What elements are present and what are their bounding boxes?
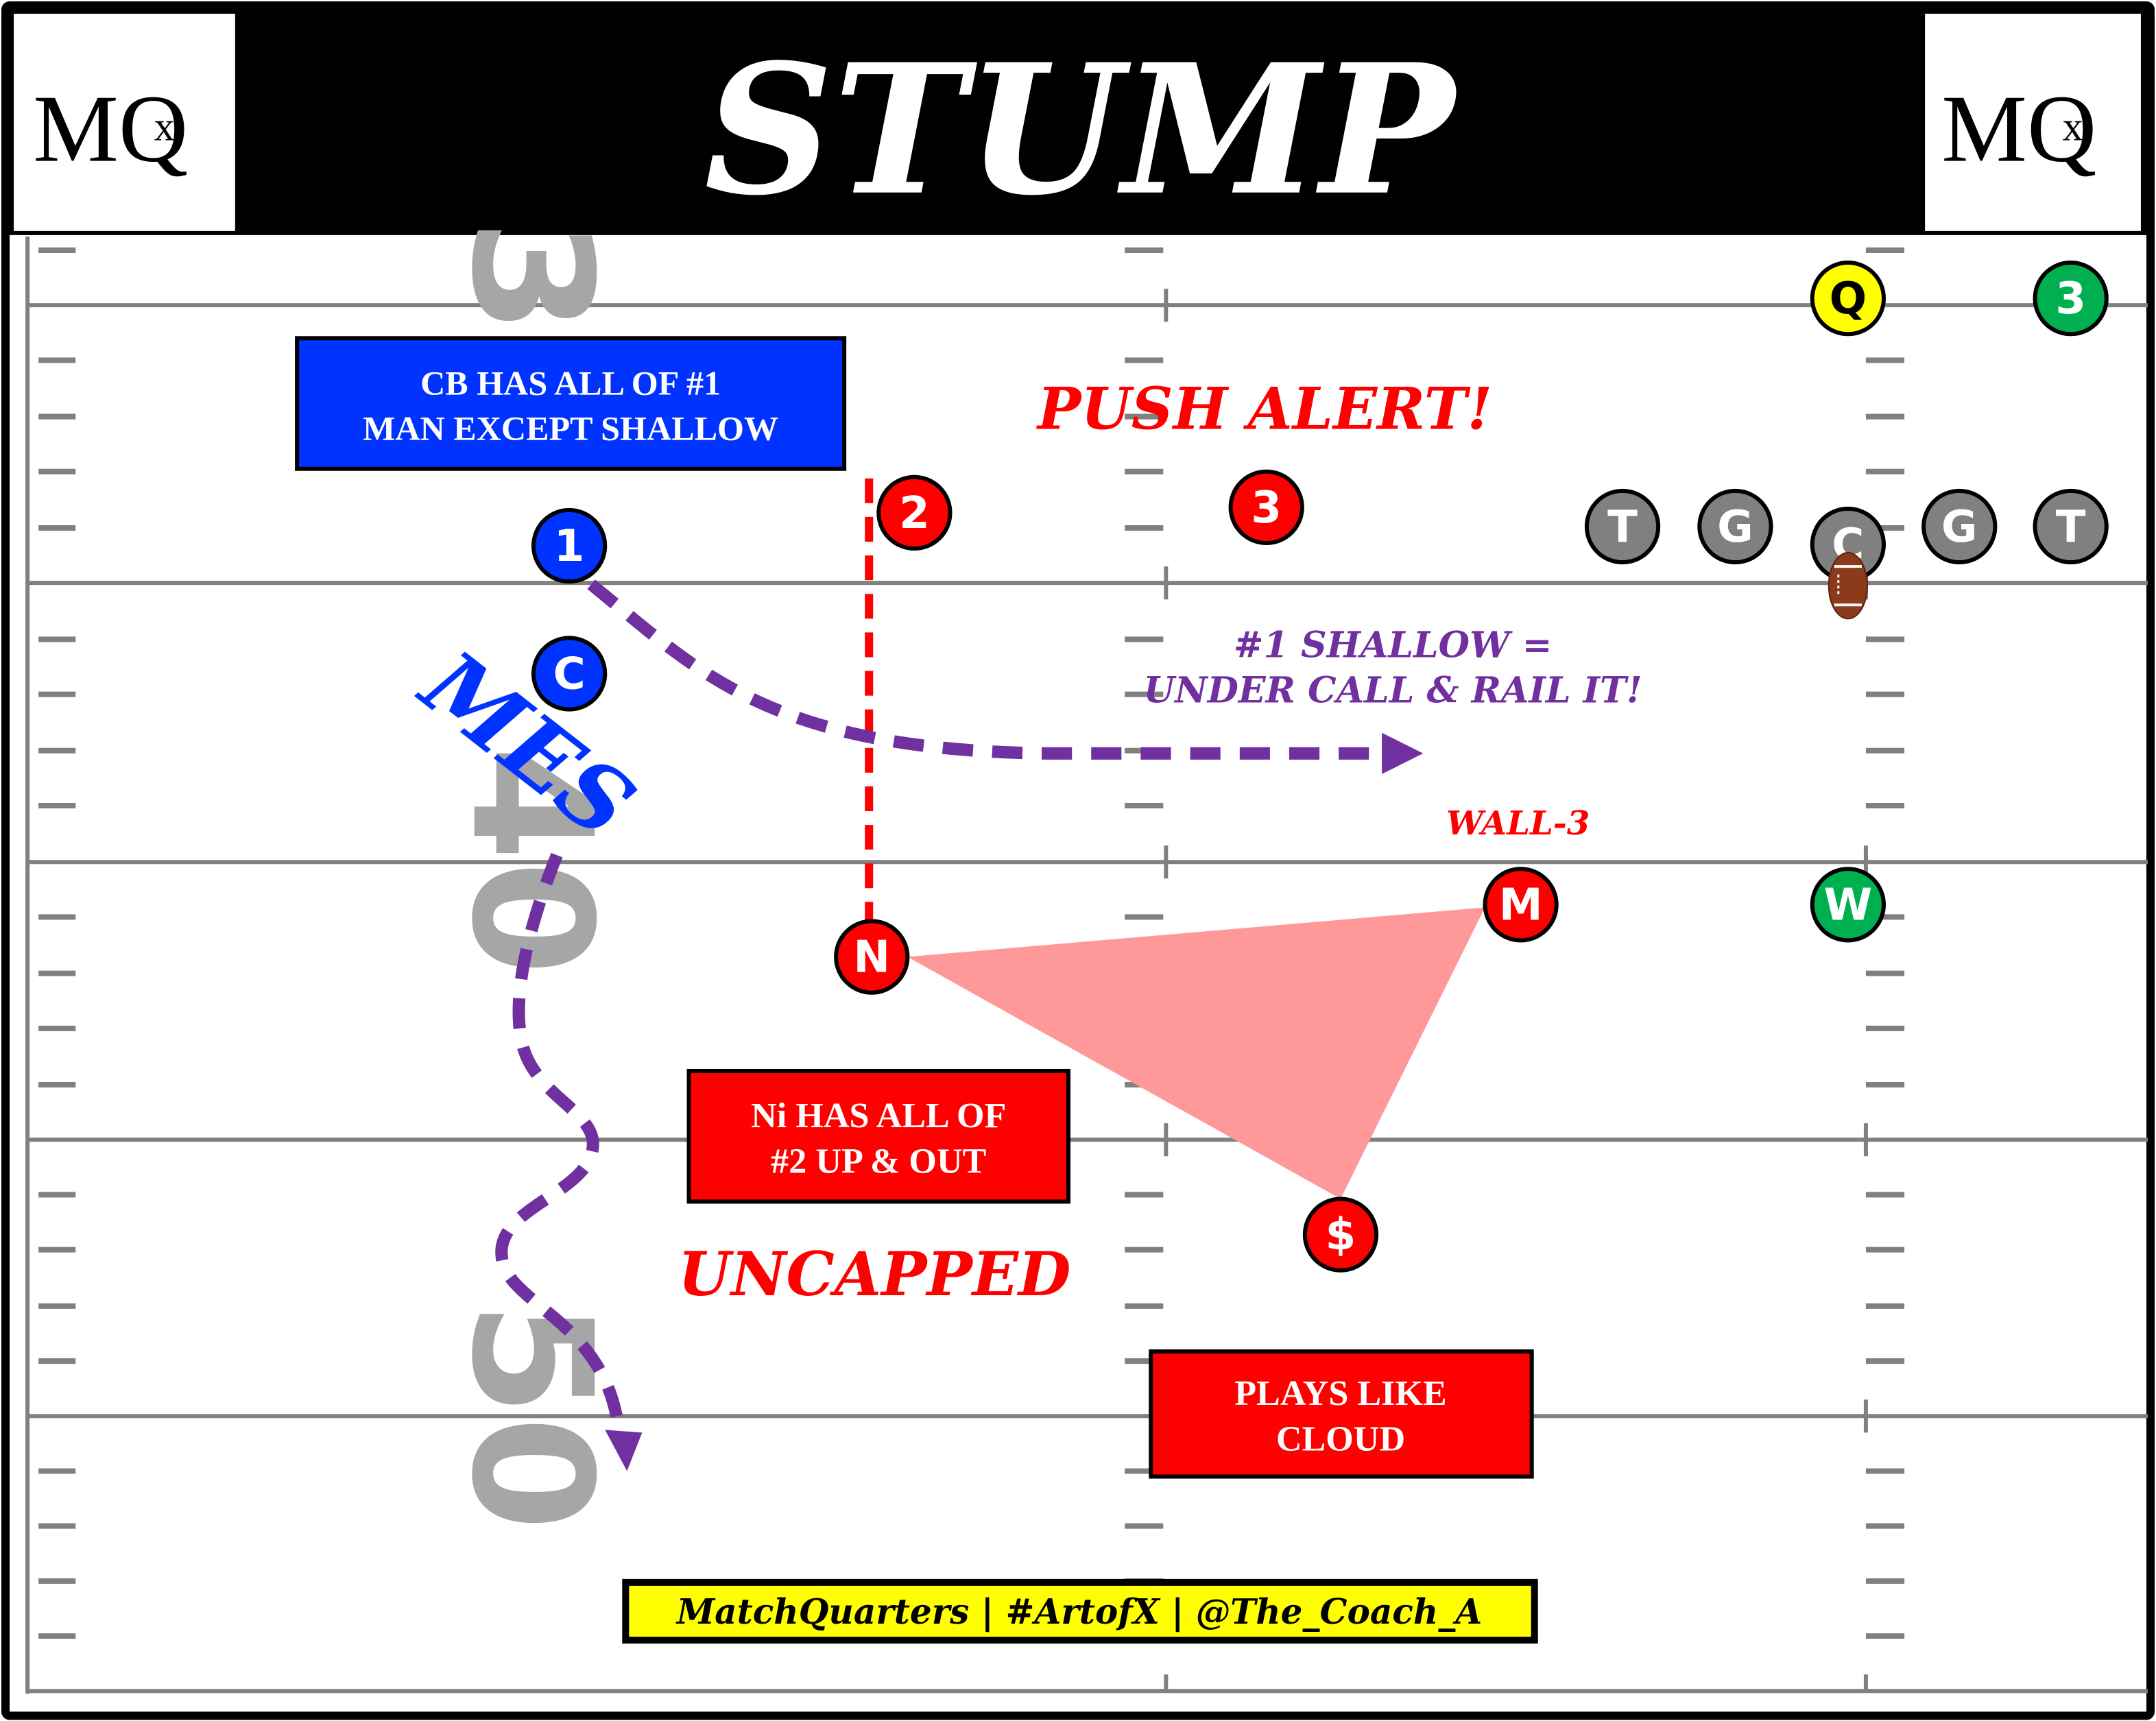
cloud-callout-line2: CLOUD xyxy=(1276,1419,1405,1458)
cloud-callout-box: PLAYS LIKE CLOUD xyxy=(1149,1349,1534,1479)
player-circle-icon xyxy=(2033,260,2109,337)
player-circle-icon xyxy=(1584,488,1661,565)
player-label: 2 xyxy=(899,488,930,539)
player-label: Q xyxy=(1830,273,1867,324)
defense-player-n: N xyxy=(834,919,910,995)
ni-callout-line1: Ni HAS ALL OF xyxy=(751,1096,1006,1135)
defense-player-w: W xyxy=(1810,867,1886,943)
logo-right-box xyxy=(1925,14,2141,231)
player-label: G xyxy=(1941,501,1978,553)
push-alert-label: PUSH ALERT! xyxy=(1036,375,1492,443)
yard-number-50: 50 xyxy=(435,1301,627,1531)
player-circle-icon xyxy=(531,636,608,712)
wall-3-zone-triangle xyxy=(907,907,1485,1199)
logo-left-box xyxy=(14,14,235,231)
logo-right-x: x xyxy=(2063,104,2083,150)
player-circle-icon xyxy=(1302,1196,1379,1273)
ni-callout-line2: #2 UP & OUT xyxy=(771,1142,986,1181)
cb-callout-line2: MAN EXCEPT SHALLOW xyxy=(363,409,778,448)
player-circle-icon xyxy=(876,474,953,551)
player-label: 3 xyxy=(1251,482,1282,533)
defense-player-m: M xyxy=(1483,867,1559,943)
cb-callout-box: CB HAS ALL OF #1 MAN EXCEPT SHALLOW xyxy=(295,336,847,471)
shallow-route-path xyxy=(587,579,1382,760)
offense-player-1: 1 xyxy=(531,507,608,584)
logo-right: MQ x xyxy=(1941,76,2096,182)
football-icon xyxy=(1828,552,1868,620)
offense-player-g: G xyxy=(1697,488,1773,565)
player-label: G xyxy=(1717,501,1753,553)
defense-player-c: C xyxy=(531,636,608,712)
player-label: 1 xyxy=(554,520,585,572)
header-bar xyxy=(5,5,2151,235)
shallow-note-line1: #1 SHALLOW = xyxy=(1234,624,1552,666)
player-circle-icon xyxy=(531,507,608,584)
yard-lines xyxy=(27,303,2148,1694)
player-label: T xyxy=(1607,501,1638,553)
player-circle-icon xyxy=(1483,867,1559,943)
player-circle-icon xyxy=(1228,469,1304,546)
player-circle-icon xyxy=(1810,867,1886,943)
offense-player-t: T xyxy=(1584,488,1661,565)
player-circle-icon xyxy=(1697,488,1773,565)
shallow-note-line2: UNDER CALL & RAIL IT! xyxy=(1144,670,1642,712)
player-circle-icon xyxy=(1810,260,1886,337)
offense-player-t: T xyxy=(2033,488,2109,565)
footer-credit: MatchQuarters | #ArtofX | @The_Coach_A xyxy=(622,1578,1538,1644)
player-label: T xyxy=(2056,501,2086,553)
page-title: STUMP xyxy=(704,25,1460,235)
shallow-route-arrowhead xyxy=(1382,732,1424,774)
player-label: 3 xyxy=(2055,273,2086,324)
cb-callout-line1: CB HAS ALL OF #1 xyxy=(420,363,721,402)
player-circle-icon xyxy=(834,919,910,995)
player-circle-icon xyxy=(1921,488,1998,565)
logo-left: MQ x xyxy=(33,76,188,182)
logo-left-x: x xyxy=(154,104,175,150)
offense-player-3: 3 xyxy=(2033,260,2109,337)
player-label: W xyxy=(1823,879,1872,930)
football-field xyxy=(25,236,2148,1694)
wall-3-label: WALL-3 xyxy=(1446,804,1590,843)
footer-credit-text: MatchQuarters | #ArtofX | @The_Coach_A xyxy=(675,1591,1483,1633)
logo-left-mq: MQ xyxy=(33,76,188,182)
player-circle-icon xyxy=(2033,488,2109,565)
player-label: C xyxy=(553,649,586,700)
player-label: M xyxy=(1499,879,1543,930)
offense-player-2: 2 xyxy=(876,474,953,551)
ni-callout-box: Ni HAS ALL OF #2 UP & OUT xyxy=(686,1068,1070,1204)
player-label: $ xyxy=(1326,1209,1356,1261)
cloud-callout-line1: PLAYS LIKE xyxy=(1234,1374,1446,1413)
mes-route-arrowhead xyxy=(605,1430,643,1471)
offense-player-3: 3 xyxy=(1228,469,1304,546)
logo-right-mq: MQ xyxy=(1941,76,2096,182)
uncapped-label: UNCAPPED xyxy=(678,1238,1071,1310)
offense-player-q: Q xyxy=(1810,260,1886,337)
yard-number-40: 40 xyxy=(435,746,627,976)
offense-player-g: G xyxy=(1921,488,1998,565)
player-label: N xyxy=(853,932,890,983)
defense-player-dollar: $ xyxy=(1302,1196,1379,1273)
